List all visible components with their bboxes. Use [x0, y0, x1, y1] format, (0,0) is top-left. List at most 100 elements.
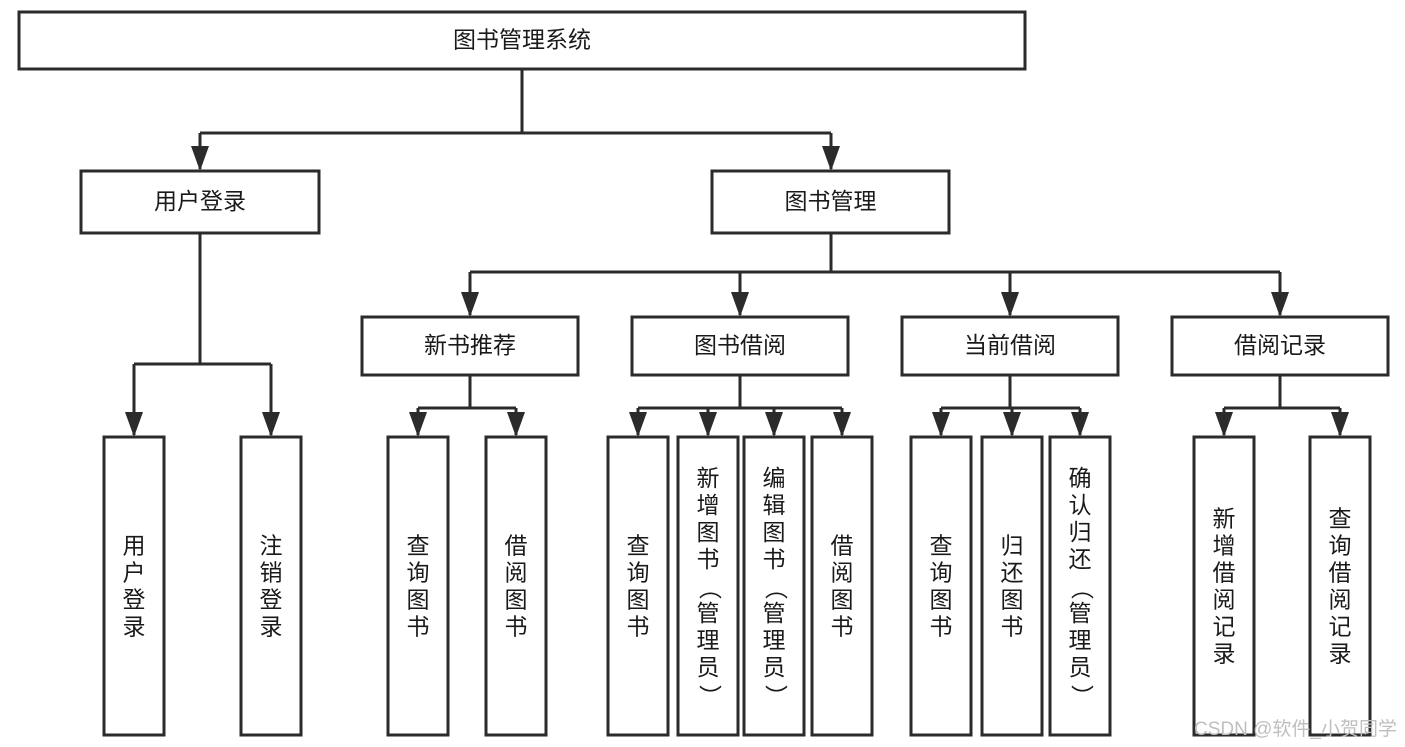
arrow-head-icon: [125, 412, 143, 437]
leaf-label-char: 理: [697, 627, 720, 653]
leaf-label-char: 图: [831, 587, 854, 613]
leaf-label-char: 理: [763, 627, 786, 653]
leaf-node[interactable]: 用户登录: [102, 435, 166, 737]
arrow-head-icon: [409, 412, 427, 437]
leaf-label-char: 询: [1329, 533, 1352, 559]
root-node[interactable]: 图书管理系统: [17, 10, 1027, 71]
connector-layer: [125, 69, 1349, 437]
leaf-label-char: 注: [260, 533, 283, 559]
level2-node[interactable]: 图书管理: [710, 169, 951, 235]
leaf-label-char: 归: [1069, 519, 1092, 545]
leaf-box[interactable]: [239, 435, 303, 737]
leaf-box[interactable]: [484, 435, 548, 737]
arrow-head-icon: [262, 412, 280, 437]
leaf-label-char: 借: [1213, 560, 1236, 586]
leaf-label-char: 图: [1001, 587, 1024, 613]
leaf-box[interactable]: [810, 435, 874, 737]
leaf-label-char: 图: [930, 587, 953, 613]
leaf-box[interactable]: [606, 435, 670, 737]
leaf-label-char: 书: [407, 614, 430, 640]
leaf-box[interactable]: [742, 435, 806, 737]
leaf-label-char: 管: [1069, 600, 1092, 626]
leaf-label-char: 编: [763, 465, 786, 491]
leaf-box[interactable]: [1308, 435, 1372, 737]
arrow-head-icon: [507, 412, 525, 437]
arrow-head-icon: [1071, 412, 1089, 437]
leaf-box[interactable]: [386, 435, 450, 737]
leaf-box[interactable]: [1048, 435, 1112, 737]
leaf-box[interactable]: [909, 435, 973, 737]
level3-label: 图书借阅: [694, 332, 786, 358]
level3-node[interactable]: 图书借阅: [630, 315, 850, 377]
level2-label: 图书管理: [785, 188, 877, 214]
leaf-label-char: 书: [1001, 614, 1024, 640]
arrow-head-icon: [1003, 412, 1021, 437]
leaf-label-char: 员: [697, 654, 720, 680]
leaf-label-char: 录: [260, 614, 283, 640]
leaf-box[interactable]: [1192, 435, 1256, 737]
node-layer: 图书管理系统用户登录图书管理新书推荐图书借阅当前借阅借阅记录用户登录注销登录查询…: [17, 10, 1390, 737]
arrow-head-icon: [461, 292, 479, 317]
leaf-label-char: 查: [627, 533, 650, 559]
root-box[interactable]: [17, 10, 1027, 71]
arrow-head-icon: [822, 146, 840, 171]
leaf-label-char: 图: [505, 587, 528, 613]
leaf-label-char: 图: [627, 587, 650, 613]
leaf-label-char: 销: [260, 560, 283, 586]
level3-node[interactable]: 借阅记录: [1170, 315, 1390, 377]
arrow-head-icon: [731, 292, 749, 317]
connector-group: [1215, 375, 1349, 437]
leaf-label-char: 管: [697, 600, 720, 626]
leaf-label-char: 询: [627, 560, 650, 586]
leaf-label-char: （: [697, 577, 723, 600]
level3-box[interactable]: [900, 315, 1120, 377]
leaf-label-char: 员: [1069, 654, 1092, 680]
leaf-box[interactable]: [102, 435, 166, 737]
leaf-label-char: 管: [763, 600, 786, 626]
leaf-label-char: 借: [831, 533, 854, 559]
level3-box[interactable]: [630, 315, 850, 377]
leaf-box[interactable]: [980, 435, 1044, 737]
level2-label: 用户登录: [154, 188, 246, 214]
leaf-label-char: 新: [1213, 506, 1236, 532]
leaf-label-char: 借: [1329, 560, 1352, 586]
root-label: 图书管理系统: [453, 27, 591, 53]
leaf-label-char: ）: [1069, 685, 1095, 708]
leaf-box[interactable]: [676, 435, 740, 737]
leaf-label-char: 书: [505, 614, 528, 640]
leaf-label-char: 登: [260, 587, 283, 613]
leaf-label-char: 书: [697, 546, 720, 572]
level3-node[interactable]: 新书推荐: [360, 315, 580, 377]
leaf-label-char: 录: [1213, 641, 1236, 667]
leaf-label-char: 查: [930, 533, 953, 559]
level2-box[interactable]: [79, 169, 321, 235]
leaf-label-char: 阅: [1213, 587, 1236, 613]
level3-label: 借阅记录: [1234, 332, 1326, 358]
level3-node[interactable]: 当前借阅: [900, 315, 1120, 377]
leaf-label-char: ）: [697, 685, 723, 708]
leaf-label-char: 增: [697, 492, 720, 518]
leaf-label-char: 录: [1329, 641, 1352, 667]
leaf-label-char: 图: [763, 519, 786, 545]
connector-group: [932, 375, 1089, 437]
level3-box[interactable]: [360, 315, 580, 377]
level3-box[interactable]: [1170, 315, 1390, 377]
level2-box[interactable]: [710, 169, 951, 235]
leaf-label-char: 书: [627, 614, 650, 640]
leaf-label-char: 借: [505, 533, 528, 559]
level2-node[interactable]: 用户登录: [79, 169, 321, 235]
